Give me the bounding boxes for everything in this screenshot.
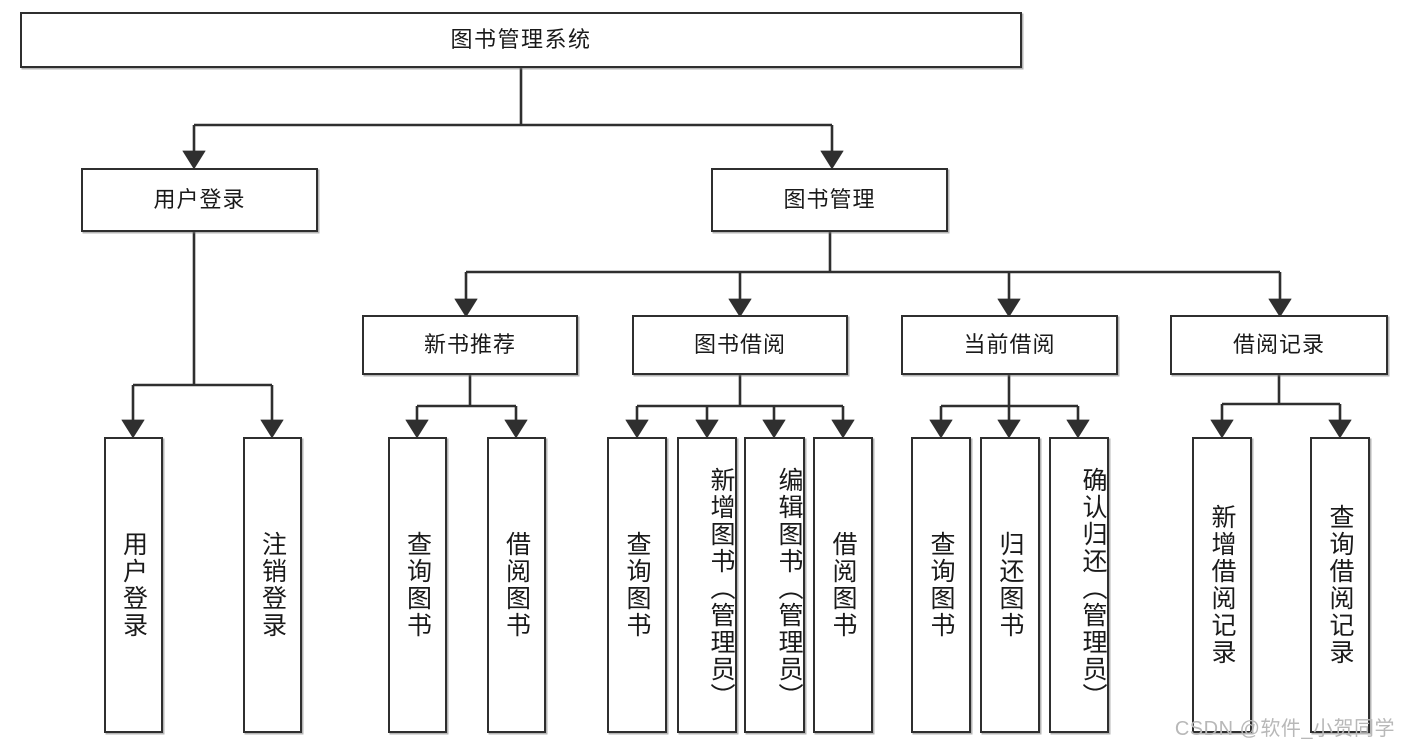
leaf-add-record[interactable]: 新增借阅记录 — [1192, 437, 1252, 733]
node-book-borrow[interactable]: 图书借阅 — [632, 315, 848, 375]
leaf-confirm-return[interactable]: 确认归还（管理员） — [1049, 437, 1109, 733]
node-current-borrow[interactable]: 当前借阅 — [901, 315, 1118, 375]
node-new-book-recommend[interactable]: 新书推荐 — [362, 315, 578, 375]
node-book-manage[interactable]: 图书管理 — [711, 168, 948, 232]
leaf-edit-book[interactable]: 编辑图书（管理员） — [744, 437, 805, 733]
leaf-query-book-3[interactable]: 查询图书 — [911, 437, 971, 733]
leaf-user-login[interactable]: 用户登录 — [104, 437, 163, 733]
node-borrow-record[interactable]: 借阅记录 — [1170, 315, 1388, 375]
leaf-query-book-2[interactable]: 查询图书 — [607, 437, 667, 733]
leaf-borrow-book-1[interactable]: 借阅图书 — [487, 437, 546, 733]
watermark-csdn: CSDN @软件_小贺同学 — [1174, 718, 1395, 740]
leaf-query-record[interactable]: 查询借阅记录 — [1310, 437, 1370, 733]
leaf-borrow-book-2[interactable]: 借阅图书 — [813, 437, 873, 733]
leaf-return-book[interactable]: 归还图书 — [980, 437, 1040, 733]
leaf-logout[interactable]: 注销登录 — [243, 437, 302, 733]
leaf-query-book-1[interactable]: 查询图书 — [388, 437, 447, 733]
node-user-login[interactable]: 用户登录 — [81, 168, 318, 232]
leaf-add-book[interactable]: 新增图书（管理员） — [677, 437, 737, 733]
node-root-system[interactable]: 图书管理系统 — [20, 12, 1022, 68]
